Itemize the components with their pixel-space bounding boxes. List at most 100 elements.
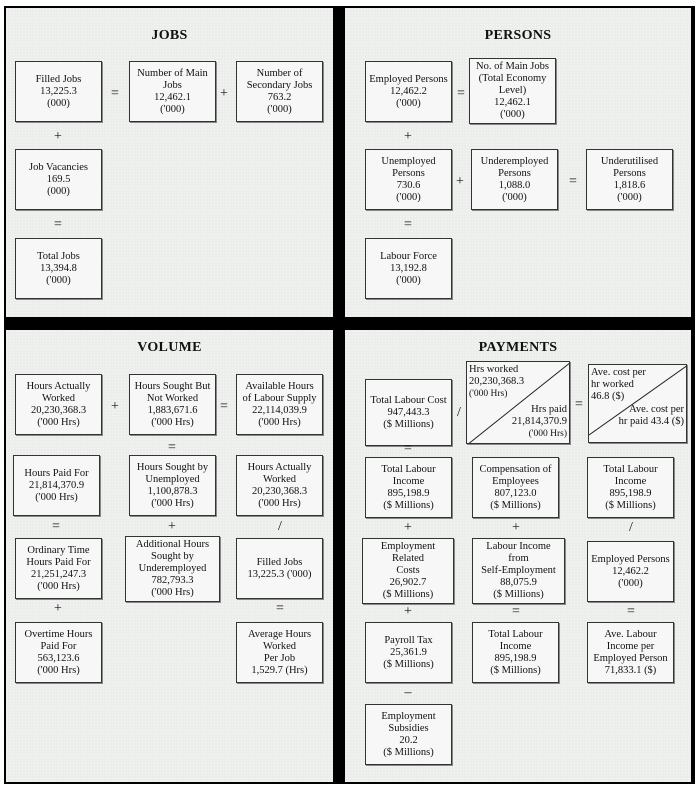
- label: Payroll Tax: [384, 634, 433, 646]
- label: Employees: [492, 475, 539, 487]
- secondary-jobs-box: Number of Secondary Jobs 763.2 ('000): [236, 61, 323, 122]
- equals-operator: =: [54, 217, 62, 232]
- label: Hours Sought by: [136, 461, 209, 473]
- unit: ('000 Hrs): [151, 497, 194, 509]
- job-vacancies-box: Job Vacancies 169.5 (000): [15, 149, 102, 210]
- label: Number of: [256, 67, 303, 79]
- underutilised-persons-box: Underutilised Persons 1,818.6 ('000): [586, 149, 673, 210]
- label: Employed Person: [593, 652, 668, 664]
- filled-jobs-box: Filled Jobs 13,225.3 ('000): [236, 538, 323, 599]
- label: Employment: [381, 710, 436, 722]
- unit: ($ Millions): [383, 746, 434, 758]
- label: Labour Income from: [486, 541, 551, 564]
- label: Number of Main: [137, 67, 208, 79]
- label: Underemployed: [480, 155, 549, 167]
- equals-operator: =: [457, 86, 465, 101]
- employed-persons-box: Employed Persons 12,462.2 ('000): [365, 61, 452, 122]
- main-jobs-box: Number of Main Jobs 12,462.1 ('000): [129, 61, 216, 122]
- label: Underutilised: [600, 155, 659, 167]
- label: Compensation of: [479, 463, 552, 475]
- value: 12,462.2: [390, 85, 427, 97]
- equals-operator: =: [276, 601, 284, 616]
- jobs-title: JOBS: [151, 28, 188, 43]
- available-hours-box: Available Hours of Labour Supply 22,114,…: [236, 374, 323, 435]
- equals-operator: =: [52, 519, 60, 534]
- hours-ratio-box: Hrs worked 20,230,368.3 ('000 Hrs) Hrs p…: [466, 361, 570, 444]
- label: Ave. Labour: [604, 628, 657, 640]
- unit: ('000 Hrs): [37, 664, 80, 676]
- label: Worked: [263, 473, 296, 485]
- payments-panel: PAYMENTS Total Labour Cost 947,443.3 ($ …: [345, 330, 691, 782]
- hours-worked-part: Hrs worked 20,230,368.3 ('000 Hrs): [469, 364, 525, 399]
- sought-unemployed-box: Hours Sought by Unemployed 1,100,878.3 (…: [129, 455, 216, 516]
- additional-hours-box: Additional Hours Sought by Underemployed…: [125, 536, 220, 602]
- label: Employed Persons: [369, 73, 448, 85]
- label: Total Labour: [603, 463, 658, 475]
- hours-worked-box-2: Hours Actually Worked 20,230,368.3 ('000…: [236, 455, 323, 516]
- total-labour-cost-box: Total Labour Cost 947,443.3 ($ Millions): [365, 379, 452, 446]
- label: Persons: [392, 167, 425, 179]
- avg-cost-worked-part: Ave. cost per hr worked 46.8 ($): [591, 367, 646, 402]
- unit: ('000 Hrs): [151, 587, 194, 598]
- divide-operator: /: [278, 519, 282, 534]
- value: 13,192.8: [390, 262, 427, 274]
- label: Unemployed: [381, 155, 436, 167]
- divide-operator: /: [629, 520, 633, 535]
- unit: ($ Millions): [493, 589, 544, 600]
- persons-title: PERSONS: [484, 28, 552, 43]
- plus-operator: +: [404, 604, 412, 619]
- label: Sought by: [151, 551, 194, 562]
- minus-operator: –: [404, 685, 412, 700]
- diagonal-divider: [589, 365, 686, 436]
- label: Level): [498, 85, 527, 96]
- avg-cost-box: Ave. cost per hr worked 46.8 ($) Ave. co…: [588, 364, 687, 443]
- plus-operator: +: [220, 86, 228, 101]
- plus-operator: +: [111, 399, 119, 414]
- value: 763.2: [267, 91, 292, 103]
- value: 20,230,368.3: [30, 404, 87, 416]
- ordinary-hours-box: Ordinary Time Hours Paid For 21,251,247.…: [15, 538, 102, 599]
- label: Unemployed: [145, 473, 200, 485]
- unit: ('000 Hrs): [37, 416, 80, 428]
- unit: ('000): [396, 274, 421, 286]
- label: Average Hours: [247, 628, 312, 640]
- label: (Total Economy: [478, 73, 547, 84]
- label: Employment Related: [380, 541, 436, 564]
- label: Worked: [42, 392, 75, 404]
- self-employment-box: Labour Income from Self-Employment 88,07…: [472, 538, 565, 604]
- equals-operator: =: [575, 397, 583, 412]
- unit: ($ Millions): [383, 418, 434, 430]
- value: 12,462.2: [612, 565, 649, 577]
- label: Total Labour: [488, 628, 543, 640]
- value: 20.2: [399, 734, 418, 746]
- unit: ($ Millions): [382, 589, 434, 600]
- label: No. of Main Jobs: [476, 61, 549, 72]
- labour-force-box: Labour Force 13,192.8 ('000): [365, 238, 452, 299]
- label: of Labour Supply: [242, 392, 317, 404]
- label: Available Hours: [245, 380, 314, 392]
- value: 947,443.3: [387, 406, 430, 418]
- label: Self-Employment: [481, 565, 556, 576]
- plus-operator: +: [512, 520, 520, 535]
- label: Hours Actually: [247, 461, 312, 473]
- label: Total Labour Cost: [370, 394, 447, 406]
- plus-operator: +: [54, 601, 62, 616]
- unit: ('000 Hrs): [151, 416, 194, 428]
- unit: ('000): [46, 274, 71, 286]
- value: 13,394.8: [40, 262, 77, 274]
- unit: ('000): [617, 191, 642, 203]
- label: Income per: [606, 640, 655, 652]
- unit: ('000): [502, 191, 527, 203]
- value: 26,902.7: [389, 577, 427, 588]
- label: Total Jobs: [37, 250, 80, 262]
- value: 13,225.3: [40, 85, 77, 97]
- label: Paid For: [40, 640, 77, 652]
- hours-paid-part: Hrs paid 21,814,370.9 ('000 Hrs): [511, 404, 567, 439]
- payments-title: PAYMENTS: [478, 340, 558, 355]
- value: 25,361.9: [390, 646, 427, 658]
- value: 12,462.1: [154, 91, 191, 103]
- diagonal-divider: [468, 362, 569, 443]
- value: 12,462.1: [494, 97, 531, 108]
- label: Subsidies: [388, 722, 429, 734]
- value: 20,230,368.3: [251, 485, 308, 497]
